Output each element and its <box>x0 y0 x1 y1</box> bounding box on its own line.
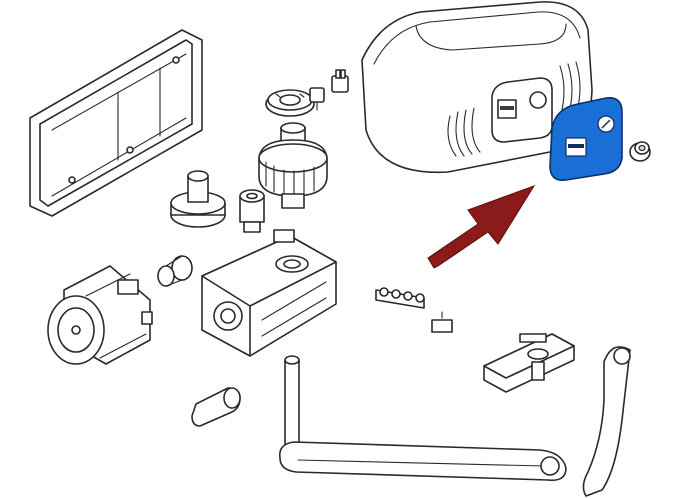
motor-icon[interactable] <box>47 265 153 365</box>
bracket-icon[interactable] <box>483 333 575 393</box>
connector-icon[interactable] <box>309 69 349 111</box>
bushing-icon[interactable] <box>239 189 265 233</box>
vent-left <box>447 107 481 157</box>
spacer-icon[interactable] <box>191 387 241 427</box>
shaft-gear-icon[interactable] <box>258 122 328 209</box>
spring-coupler-icon[interactable] <box>157 255 193 287</box>
mounting-plate-icon[interactable] <box>29 29 203 217</box>
gearbox-icon[interactable] <box>201 229 337 357</box>
pinion-ring-icon[interactable] <box>265 89 315 117</box>
arm-icon[interactable] <box>278 346 631 497</box>
cap-icon[interactable] <box>629 141 651 162</box>
callout-arrow-icon <box>427 185 536 269</box>
limit-knob-icon[interactable] <box>170 170 226 228</box>
release-cover-plate-icon[interactable] <box>549 96 623 182</box>
terminal-block-icon[interactable] <box>375 287 453 333</box>
